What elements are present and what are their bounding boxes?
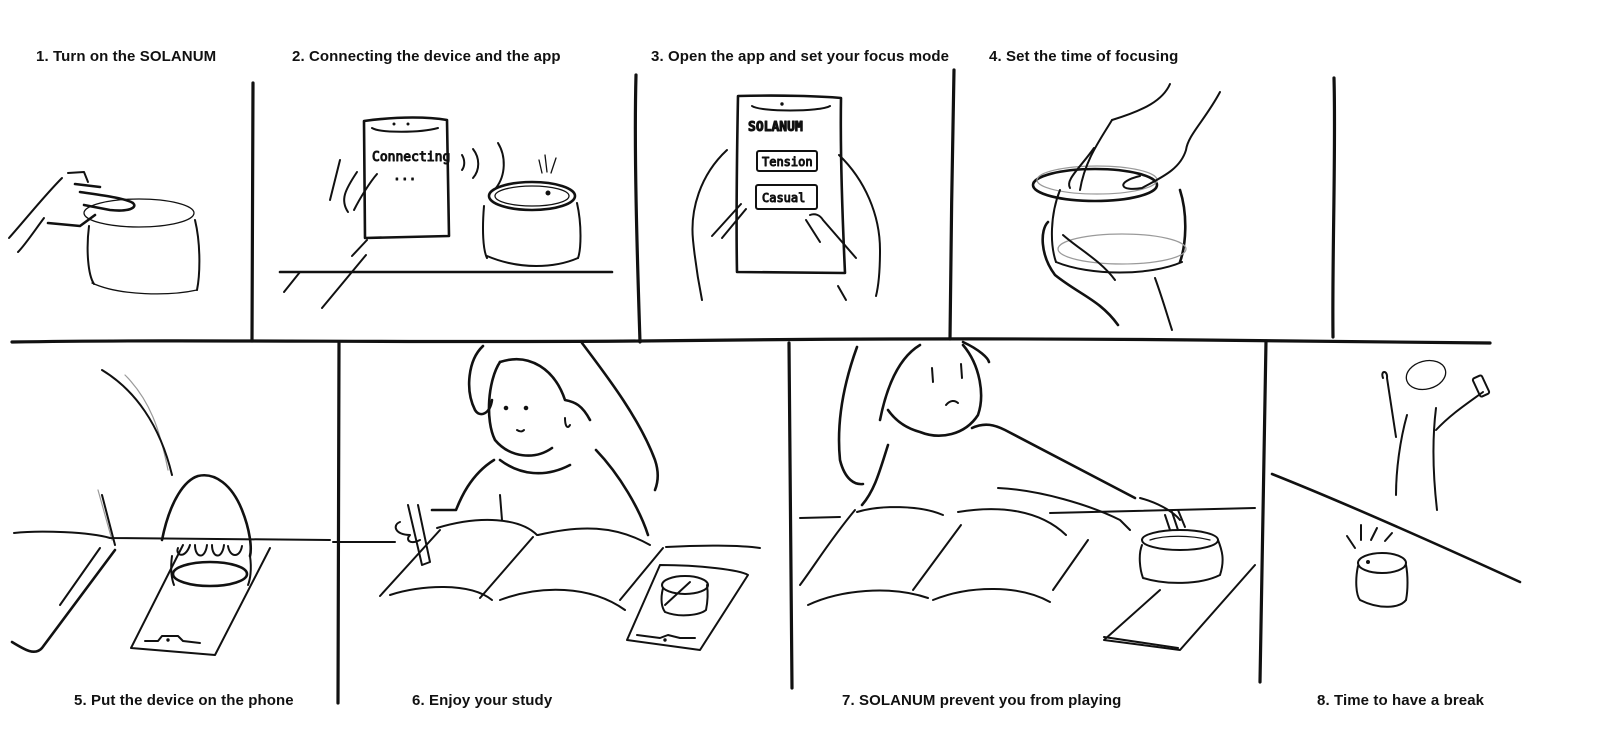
panel-6-sketch: [332, 341, 761, 651]
panel-6-caption: 6. Enjoy your study: [412, 692, 553, 709]
panel-7-sketch: [799, 340, 1256, 651]
panel-1-sketch: [8, 171, 201, 295]
tension-mode-label: Tension: [762, 155, 813, 169]
phone-screen-dots: ...: [393, 169, 416, 184]
panel-4-sketch: [1031, 83, 1221, 331]
panel-7-caption: 7. SOLANUM prevent you from playing: [842, 692, 1122, 709]
panel-3-sketch: SOLANUM Tension Casual: [691, 94, 881, 301]
panel-frame-lines: [10, 68, 1492, 705]
casual-mode-label: Casual: [762, 191, 805, 205]
panel-2-caption: 2. Connecting the device and the app: [292, 48, 561, 65]
panel-2-sketch: Connecting ...: [278, 116, 614, 309]
phone-screen-text: Connecting: [372, 150, 450, 165]
tension-mode-button: [756, 150, 818, 172]
panel-4-caption: 4. Set the time of focusing: [989, 48, 1179, 65]
panel-1-caption: 1. Turn on the SOLANUM: [36, 48, 217, 65]
panel-8-caption: 8. Time to have a break: [1317, 692, 1485, 709]
casual-mode-button: [755, 184, 818, 210]
panel-8-sketch: [1270, 359, 1522, 608]
panel-5-caption: 5. Put the device on the phone: [74, 692, 294, 709]
panel-5-sketch: [10, 369, 331, 656]
app-title: SOLANUM: [748, 120, 803, 135]
panel-3-caption: 3. Open the app and set your focus mode: [651, 48, 950, 65]
